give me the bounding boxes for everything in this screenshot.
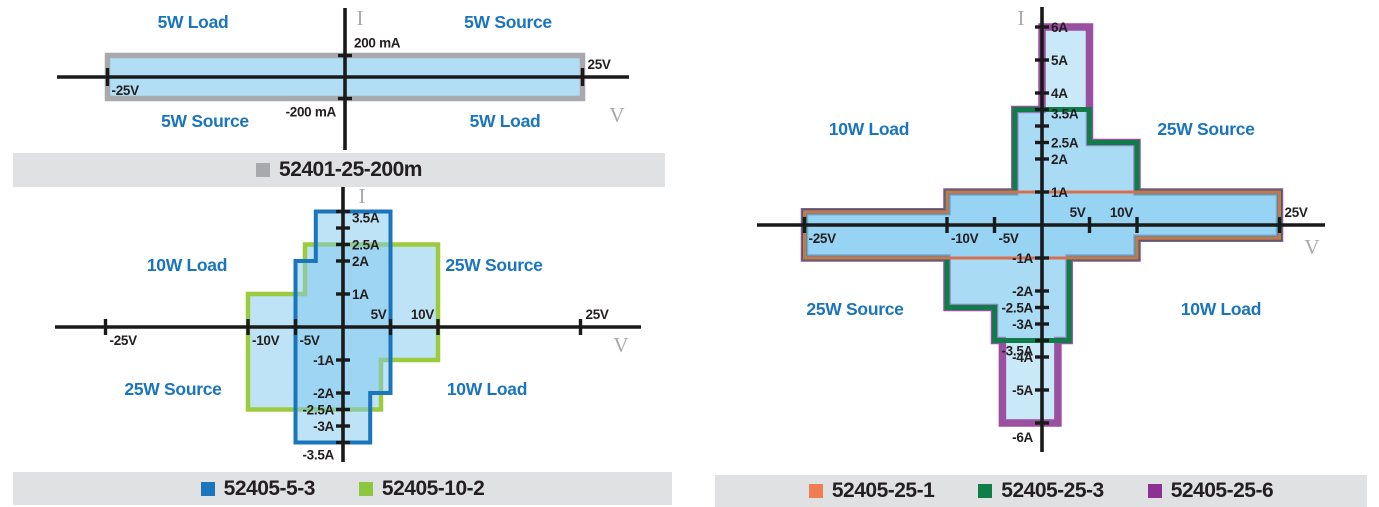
- legend-label: 52405-5-3: [223, 476, 316, 500]
- legend-item-52405-5-3: 52405-5-3: [200, 476, 316, 501]
- axis-letter-v: V: [609, 103, 624, 127]
- i-tick-label: -2.5A: [302, 403, 334, 418]
- v-tick-label: 25V: [586, 307, 609, 322]
- v-tick-label: 25V: [588, 57, 611, 72]
- legend-swatch-52405-25-3: [978, 484, 993, 498]
- v-tick-label: 5V: [1070, 205, 1086, 220]
- legend-item-52401-25-200m: 52401-25-200m: [256, 158, 422, 182]
- v-tick-label: 10V: [1110, 205, 1133, 220]
- quadrant-label-10w-load: 10W Load: [447, 379, 527, 399]
- v-tick-label: -5V: [300, 333, 320, 348]
- axis-letter-i: I: [1018, 6, 1025, 30]
- legend-label: 52405-25-3: [1001, 479, 1104, 502]
- i-tick-label: 1A: [352, 287, 369, 302]
- legend-swatch-52405-25-1: [808, 484, 823, 498]
- quadrant-label-25w-source: 25W Source: [124, 379, 222, 399]
- quadrant-label-10w-load: 10W Load: [147, 255, 227, 275]
- v-tick-label: 25V: [1285, 205, 1308, 220]
- axis-letter-i: I: [359, 184, 366, 208]
- i-tick-label: 2A: [352, 254, 369, 269]
- i-tick-label: -2A: [313, 386, 334, 401]
- v-tick-label: -25V: [809, 231, 837, 246]
- i-tick-label: 4A: [1051, 86, 1068, 101]
- i-tick-label: -3A: [313, 419, 334, 434]
- quadrant-label-5w-source: 5W Source: [464, 12, 552, 32]
- quadrant-label-25w-source: 25W Source: [445, 255, 543, 275]
- i-tick-label: 2.5A: [352, 238, 380, 253]
- quadrant-label-10w-load: 10W Load: [1181, 299, 1261, 319]
- legend-item-52405-25-1: 52405-25-1: [808, 479, 935, 503]
- quadrant-label-10w-load: 10W Load: [829, 119, 909, 139]
- legend-label: 52401-25-200m: [279, 158, 422, 181]
- legend-52405-right: 52405-25-1 52405-25-3 52405-25-6: [715, 475, 1367, 507]
- legend-swatch-52405-10-2: [358, 481, 373, 496]
- i-tick-label: -3.5A: [1001, 344, 1033, 359]
- v-tick-label: -5V: [999, 231, 1019, 246]
- i-tick-label: 5A: [1051, 53, 1068, 68]
- i-tick-label: -2.5A: [1001, 301, 1033, 316]
- axis-letter-i: I: [357, 6, 364, 30]
- i-tick-label: -1A: [1012, 251, 1033, 266]
- i-tick-label: 1A: [1051, 185, 1068, 200]
- axis-letter-v: V: [1304, 235, 1319, 259]
- v-tick-label: 10V: [411, 307, 434, 322]
- axis-letter-v: V: [613, 333, 628, 357]
- i-tick-label: 2A: [1051, 152, 1068, 167]
- legend-label: 52405-10-2: [381, 476, 485, 500]
- i-tick-label: -4A: [1012, 350, 1033, 365]
- v-tick-label: -10V: [252, 333, 280, 348]
- quadrant-label-25w-source: 25W Source: [1157, 119, 1255, 139]
- i-tick-label: -1A: [313, 353, 334, 368]
- v-tick-label: -25V: [110, 333, 138, 348]
- i-tick-label: -6A: [1012, 430, 1033, 445]
- v-tick-label: -10V: [951, 231, 979, 246]
- legend-item-52405-25-6: 52405-25-6: [1147, 479, 1274, 503]
- quadrant-label-25w-source: 25W Source: [806, 299, 904, 319]
- i-tick-label: -200 mA: [286, 105, 337, 120]
- legend-item-52405-25-3: 52405-25-3: [978, 479, 1104, 503]
- i-tick-label: -5A: [1012, 383, 1033, 398]
- i-tick-label: 2.5A: [1051, 136, 1079, 151]
- i-tick-label: -2A: [1012, 284, 1033, 299]
- legend-label: 52405-25-6: [1170, 479, 1274, 502]
- quadrant-label-5w-source: 5W Source: [161, 111, 249, 131]
- legend-52405-left: 52405-5-3 52405-10-2: [13, 472, 672, 505]
- quadrant-label-5w-load: 5W Load: [158, 12, 229, 32]
- legend-swatch-52405-5-3: [200, 481, 215, 496]
- legend-swatch-52401-25-200m: [256, 163, 271, 177]
- i-tick-label: -3.5A: [302, 448, 334, 463]
- legend-label: 52405-25-1: [831, 479, 935, 502]
- legend-swatch-52405-25-6: [1147, 484, 1162, 498]
- legend-item-52405-10-2: 52405-10-2: [358, 476, 485, 501]
- i-tick-label: 6A: [1051, 20, 1068, 35]
- i-tick-label: 200 mA: [354, 36, 401, 51]
- chart-52401-25-200m-chart: -25V 25V 200 mA -200 mA 5W Load 5W Source 5W S…: [57, 6, 629, 150]
- legend-52401: 52401-25-200m: [13, 153, 665, 187]
- i-tick-label: 3.5A: [1051, 107, 1079, 122]
- i-tick-label: 3.5A: [352, 211, 380, 226]
- i-tick-label: -3A: [1012, 317, 1033, 332]
- v-tick-label: -25V: [112, 83, 140, 98]
- quadrant-label-5w-load: 5W Load: [470, 111, 541, 131]
- v-tick-label: 5V: [371, 307, 387, 322]
